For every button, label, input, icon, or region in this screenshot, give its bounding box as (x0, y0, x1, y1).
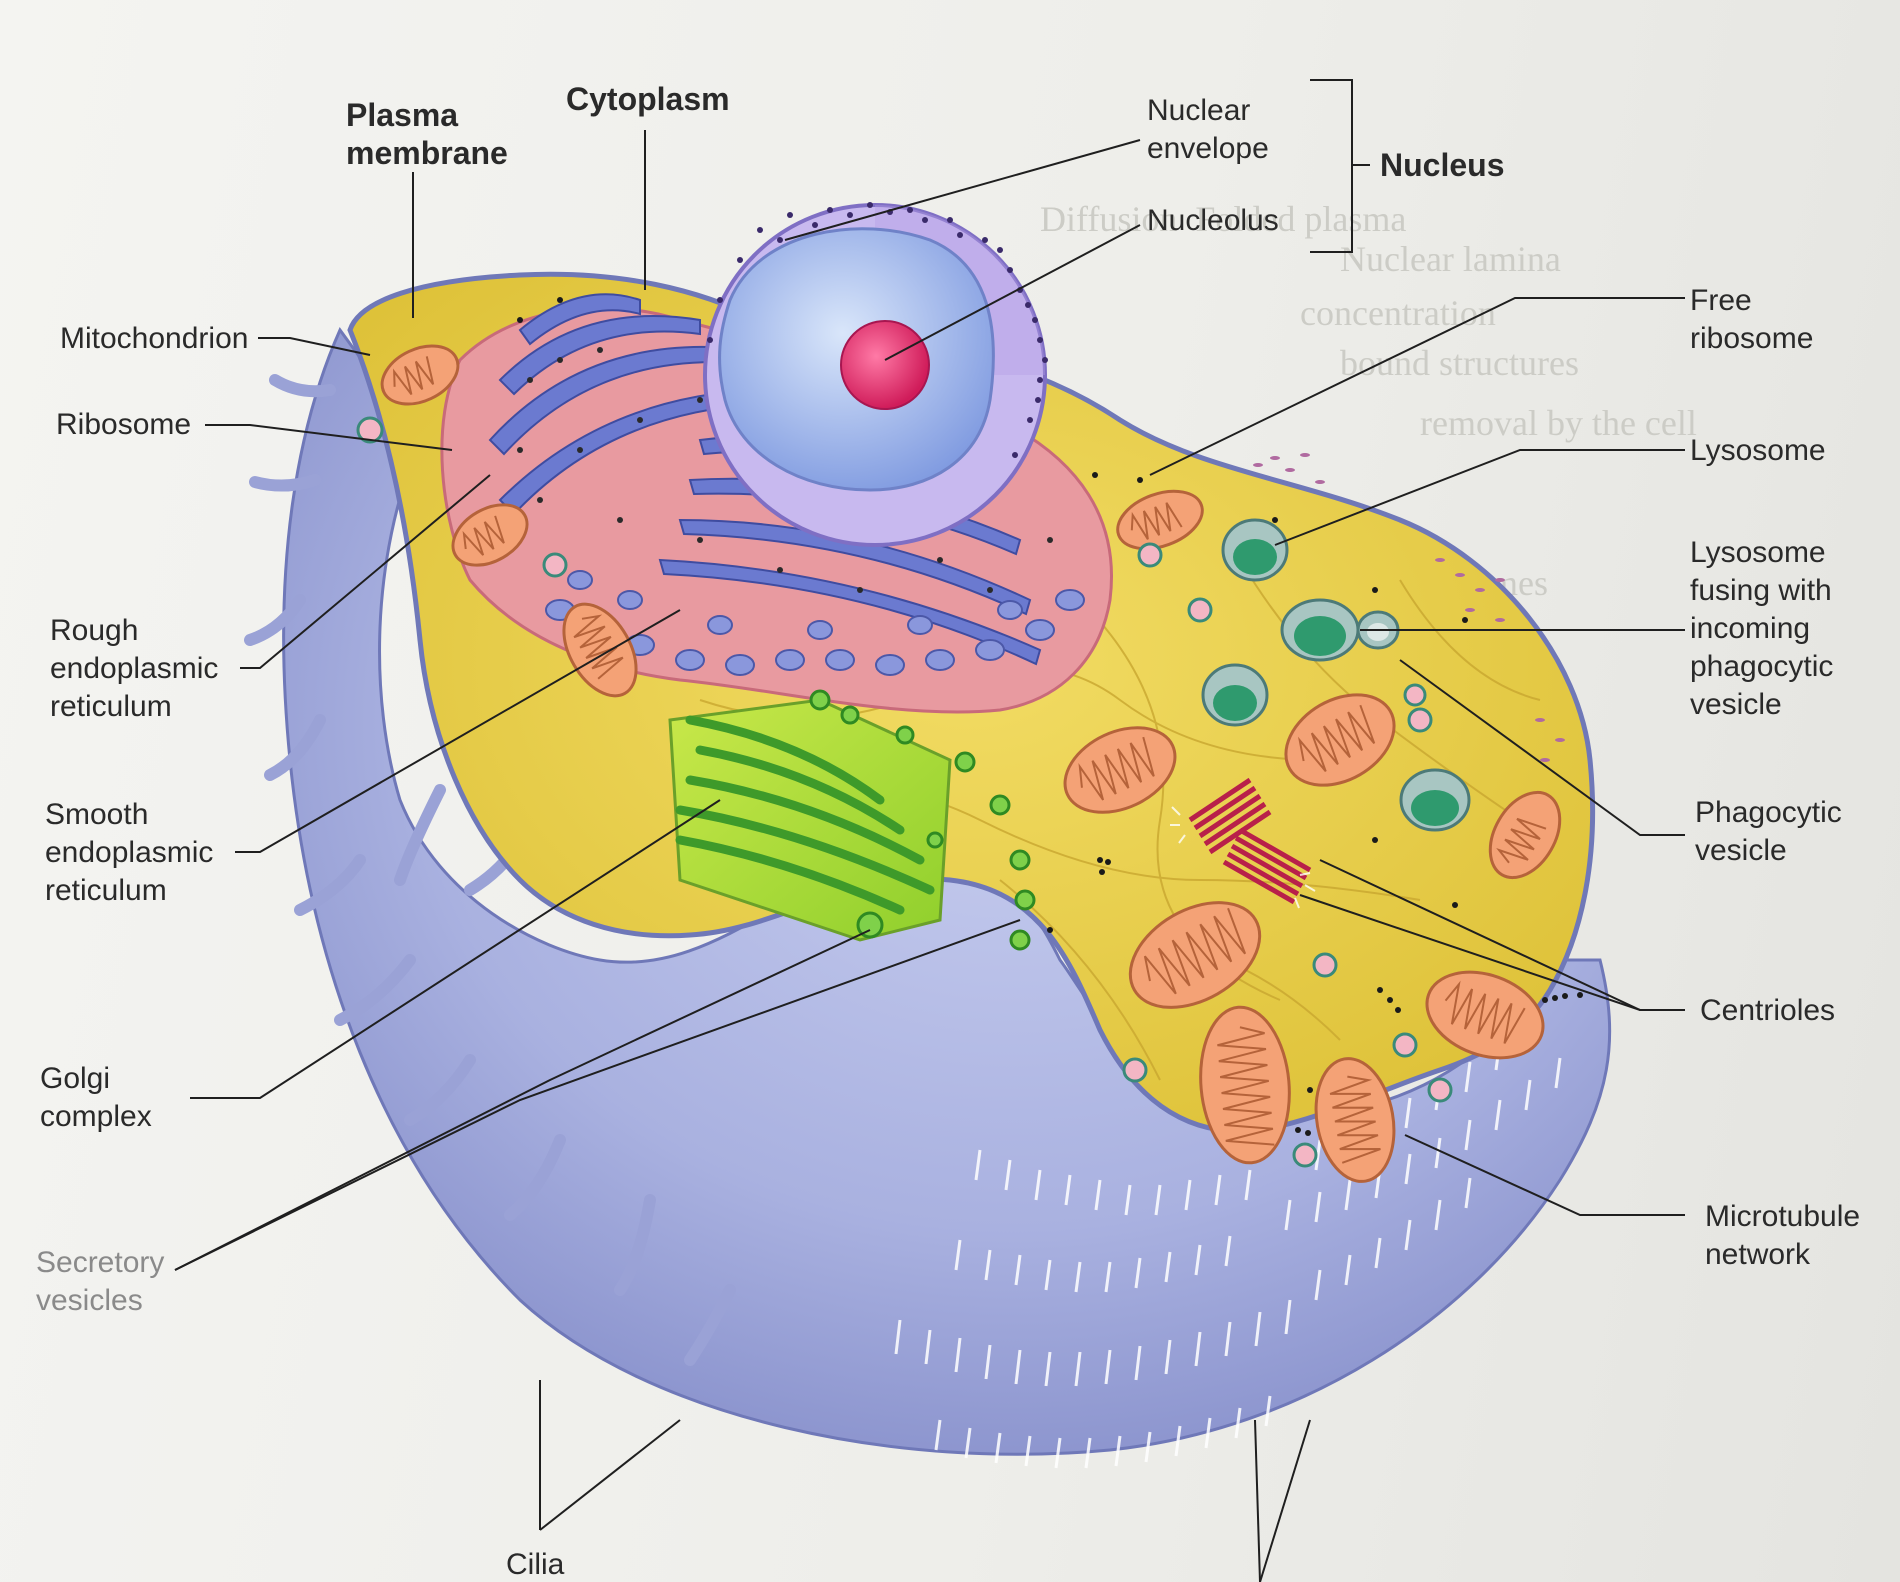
label-cilia: Cilia (506, 1548, 565, 1581)
lysosome (1221, 518, 1289, 582)
label-secretory-vesicles: Secretory vesicles (36, 1246, 165, 1317)
label-nucleolus: Nucleolus (1147, 204, 1279, 237)
free-ribosomes (517, 297, 1583, 1136)
mitochondrion (1063, 726, 1177, 814)
mitochondrion (451, 503, 529, 567)
label-free-ribosome: Free ribosome (1690, 284, 1814, 355)
lysosomes (1201, 518, 1471, 832)
label-cytoplasm: Cytoplasm (566, 81, 730, 117)
plasma-membrane-body (282, 327, 1612, 1456)
background-text-6: removal by the cell (1420, 403, 1697, 443)
centriole (1222, 827, 1312, 905)
mitochondria (380, 344, 1562, 1183)
mitochondrion (1314, 1057, 1396, 1183)
label-smooth-er: Smooth endoplasmic reticulum (45, 798, 214, 907)
nucleus (703, 202, 1048, 547)
label-phagocytic-vesicle: Phagocytic vesicle (1695, 796, 1842, 867)
mitochondrion (380, 344, 460, 406)
label-microtubule-network: Microtubule network (1705, 1200, 1861, 1271)
mitochondrion (562, 602, 638, 698)
background-text-3: Nuclear lamina (1340, 239, 1561, 279)
centrioles (1170, 777, 1316, 909)
lysosome-fusing (1280, 598, 1400, 662)
label-mitochondrion: Mitochondrion (60, 322, 249, 355)
mitochondrion (1488, 790, 1562, 880)
lysosome (1399, 768, 1471, 832)
label-lysosome: Lysosome (1690, 434, 1826, 467)
mitochondrion (1128, 901, 1262, 1009)
label-lysosome-fusing: Lysosome fusing with incoming phagocytic… (1690, 536, 1834, 721)
nucleolus (840, 320, 930, 410)
label-nucleus: Nucleus (1380, 147, 1505, 183)
background-text-1: Diffusion Folded plasma (1040, 199, 1407, 239)
golgi-complex (668, 689, 1036, 951)
lysosome (1201, 663, 1269, 727)
mitochondrion (1199, 1005, 1291, 1165)
label-rough-er: Rough endoplasmic reticulum (50, 614, 219, 723)
mitochondrion (1284, 693, 1396, 787)
background-text-4: bound structures (1340, 343, 1579, 383)
label-nuclear-envelope: Nuclear envelope (1147, 94, 1269, 165)
small-vesicles (356, 416, 1453, 1168)
mitochondrion (1116, 489, 1204, 551)
label-golgi: Golgi complex (40, 1062, 152, 1133)
leader-lines (174, 79, 1685, 1582)
background-text-2: concentration (1300, 293, 1496, 333)
label-ribosome: Ribosome (56, 408, 192, 441)
phagocytosed-particles (1253, 453, 1565, 762)
nuclear-pores (707, 202, 1048, 458)
centriole (1188, 777, 1272, 855)
label-plasma-membrane: Plasma membrane (346, 97, 508, 171)
mitochondrion (1425, 970, 1545, 1060)
label-centrioles: Centrioles (1700, 994, 1836, 1027)
